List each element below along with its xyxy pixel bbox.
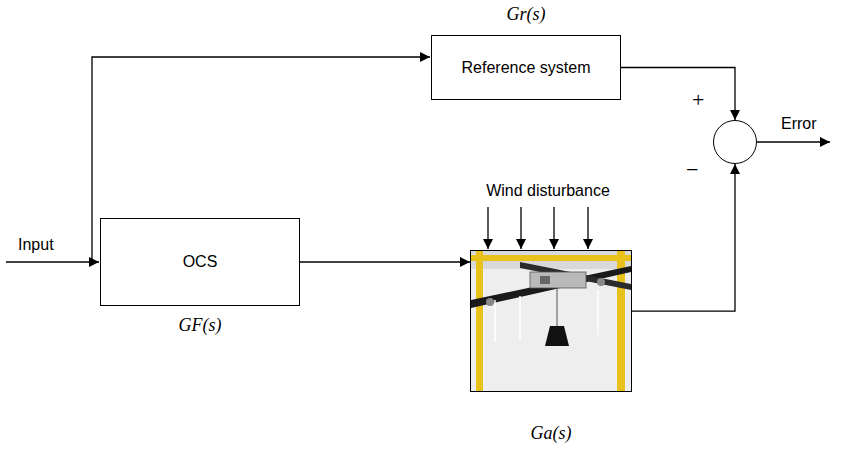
input-wire <box>6 261 99 262</box>
disturbance-label: Wind disturbance <box>486 182 610 200</box>
cable <box>557 288 558 326</box>
transfer-function: GF(s) <box>101 315 299 336</box>
hanging-cord <box>597 290 599 335</box>
ocs-box: OCSGF(s) <box>100 218 300 306</box>
hanging-cord <box>519 296 521 340</box>
transfer-function: Gr(s) <box>432 4 620 25</box>
box-title: OCS <box>183 253 218 271</box>
signal-connector <box>632 164 735 311</box>
frame-post <box>476 251 483 391</box>
hanging-cord <box>494 300 496 342</box>
signal-connector <box>300 261 470 262</box>
crane-illustration <box>471 251 631 391</box>
wind-arrows <box>488 207 588 249</box>
input-label: Input <box>18 236 54 254</box>
trolley <box>530 272 586 288</box>
payload <box>545 326 569 346</box>
plus-sign: + <box>692 87 704 113</box>
summing-junction: +− <box>713 120 757 164</box>
transfer-function: Ga(s) <box>471 423 631 444</box>
pulley <box>597 278 605 286</box>
pulley <box>486 298 494 306</box>
photo-ground <box>471 251 631 391</box>
wind-arrow <box>587 207 588 249</box>
crane-plant-box: Ga(s) <box>470 250 632 392</box>
wind-arrow <box>520 207 521 249</box>
reference-box: Gr(s)Reference system <box>431 35 621 100</box>
rail <box>520 262 631 290</box>
signal-connector <box>621 68 735 121</box>
wind-arrow <box>553 207 554 249</box>
error-wire <box>757 141 830 142</box>
ceiling <box>471 251 631 269</box>
trolley-motor <box>540 276 550 284</box>
wind-arrow <box>487 207 488 249</box>
box-title: Reference system <box>462 59 591 77</box>
output-label: Error <box>781 115 817 133</box>
frame-beam <box>471 255 631 261</box>
minus-sign: − <box>686 157 698 183</box>
